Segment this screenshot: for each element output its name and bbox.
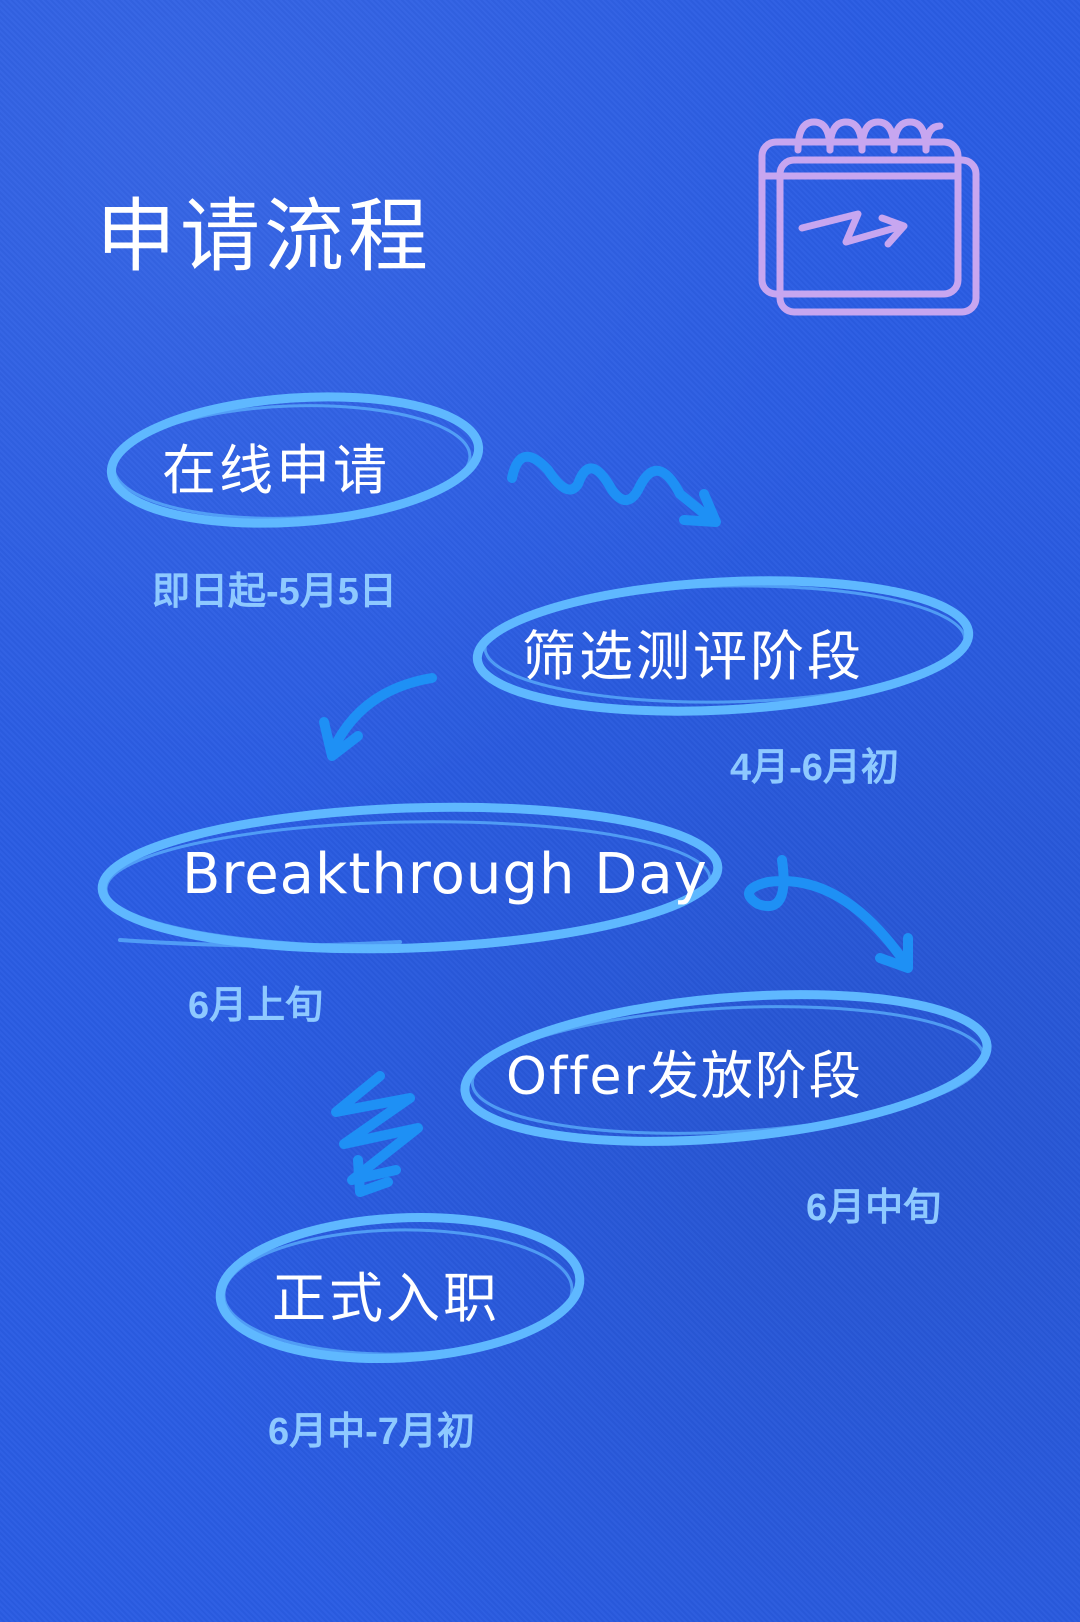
step-label-breakthrough-day: Breakthrough Day: [182, 842, 708, 907]
step-date-screening-assessment: 4月-6月初: [730, 747, 899, 789]
step-outline-1: [106, 392, 484, 528]
step-outline-2: [472, 576, 974, 716]
step-outline-4: [460, 990, 992, 1146]
zigzag-arrow-icon: [331, 1071, 423, 1197]
step-outline-5: [215, 1212, 585, 1364]
step-date-offer-release: 6月中旬: [806, 1187, 942, 1229]
step-label-offer-release: Offer发放阶段: [506, 1047, 863, 1107]
squiggle-arrow-icon: [507, 451, 721, 527]
step-date-online-application: 即日起-5月5日: [152, 571, 397, 613]
step-label-online-application: 在线申请: [162, 439, 390, 502]
page-title: 申请流程: [96, 190, 432, 283]
step-arrows: [319, 451, 913, 1197]
loop-arrow-icon: [744, 855, 913, 973]
step-outlines: [97, 392, 992, 1364]
calendar-icon: [758, 118, 980, 316]
step-outline-3: [97, 802, 723, 954]
step-date-breakthrough-day: 6月上旬: [188, 985, 324, 1027]
step-label-screening-assessment: 筛选测评阶段: [522, 625, 864, 688]
curved-arrow-icon: [319, 673, 437, 761]
step-label-onboarding: 正式入职: [272, 1267, 500, 1330]
step-date-onboarding: 6月中-7月初: [268, 1411, 475, 1453]
